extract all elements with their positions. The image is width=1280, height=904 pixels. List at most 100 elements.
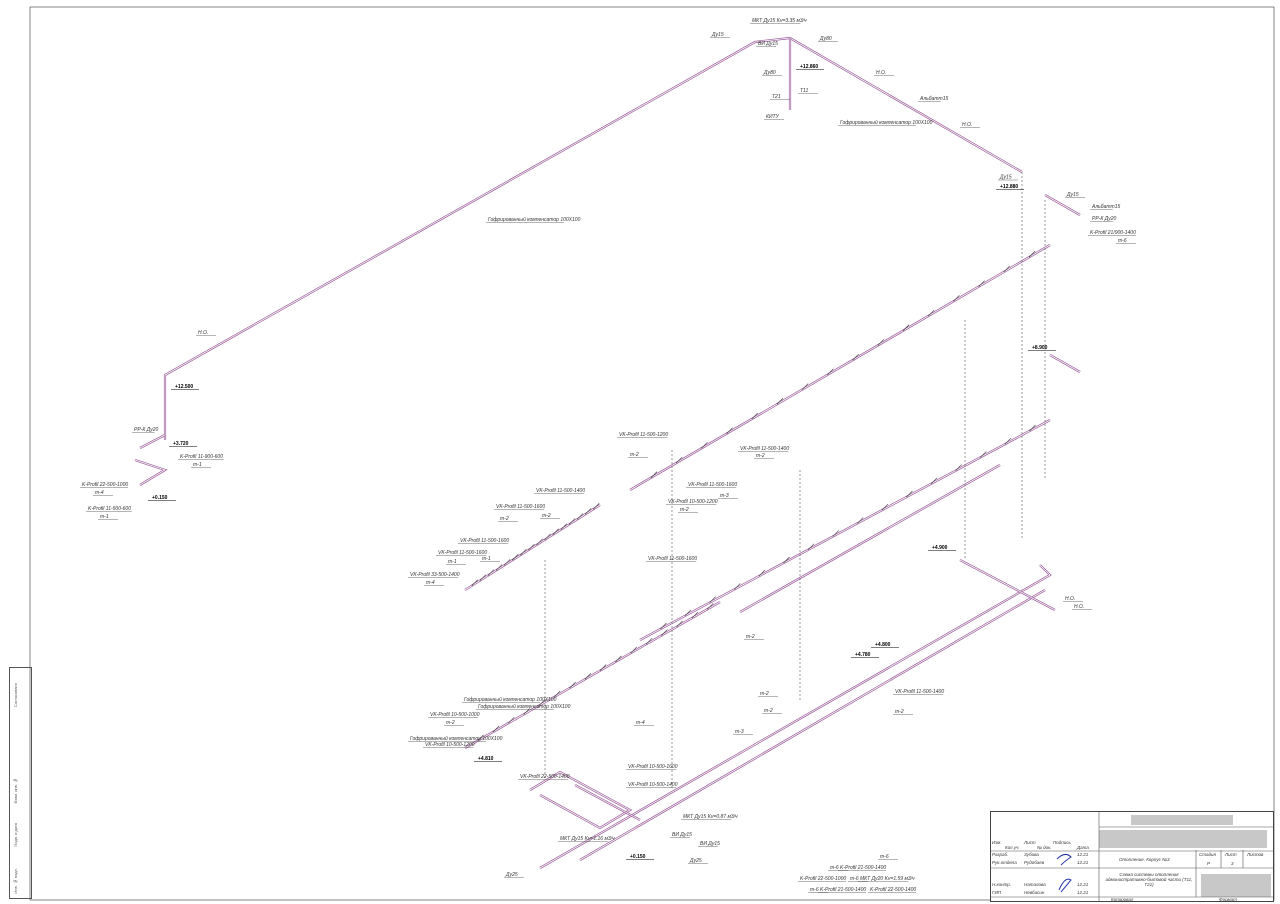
radiator-mark [520, 548, 527, 556]
side-stamp-cell: Инв. № подл. [13, 868, 18, 894]
elevation-marks: +12.860+12.500+12.880+8.900+4.900+4.800+… [148, 64, 1056, 860]
radiator-mark [650, 471, 658, 478]
radiator-mark [955, 464, 962, 471]
header: Лист [1024, 840, 1036, 845]
annotation-label: VK-Profil 11-500-1600 [648, 556, 697, 562]
side-stamp-cell: Подп. и дата [13, 823, 18, 847]
radiator-mark [538, 699, 546, 706]
dotted-risers [544, 172, 1046, 790]
pipe-core [639, 419, 1051, 641]
radiator-mark [675, 456, 683, 464]
copied-label: Копировал [1111, 897, 1134, 902]
radiator-mark [734, 583, 741, 590]
radiator-mark [576, 513, 584, 520]
radiator-mark [758, 569, 766, 577]
annotation-label: РР-К Ду20 [134, 427, 159, 433]
stage-label: Стадия [1199, 852, 1216, 857]
radiator-mark [487, 569, 495, 576]
stage-value: Р [1207, 861, 1211, 866]
annotation-label: m-2 [680, 507, 689, 513]
redacted-box [1099, 830, 1267, 848]
radiator-mark [751, 412, 759, 420]
radiator-mark [832, 530, 839, 537]
radiator-mark [599, 664, 607, 671]
pipe-segment [529, 770, 633, 830]
radiator-mark [568, 518, 576, 525]
annotation-label: m-2 [746, 634, 755, 640]
radiator-mark [560, 523, 568, 530]
radiator-mark [544, 533, 551, 541]
annotation-label: m-1 [100, 514, 109, 520]
annotation-label: Т11 [800, 88, 808, 94]
annotation-label: VK-Profil 10-500-1600 [628, 764, 678, 770]
sheet-frame [29, 6, 1275, 901]
role: Разраб. [992, 852, 1009, 857]
annotation-label: VK-Profil 10-500-1200 [668, 499, 718, 505]
annotation-label: Альбатт15 [1091, 204, 1120, 210]
radiator-mark [691, 611, 699, 619]
radiator-mark [877, 339, 885, 346]
header: Кол.уч. [1005, 845, 1020, 850]
pipe-core [574, 784, 641, 821]
title-block-grid [991, 812, 1273, 901]
annotation-label: K-Profil 22-500-1000 [800, 876, 846, 882]
radiator-mark [801, 383, 809, 390]
elevation-mark: +4.800 [875, 642, 891, 648]
section-title: Отопление. Корпус №3 [1119, 857, 1170, 862]
side-stamp-cell: Согласовано [13, 683, 18, 708]
radiator-mark [661, 629, 668, 636]
sheet-value: 3 [1231, 861, 1234, 866]
side-stamp-cell: Взам. инв. № [13, 778, 18, 804]
elevation-mark: +4.900 [932, 545, 948, 551]
radiator-mark [584, 508, 592, 515]
side-stamp: Согласовано Взам. инв. № Подп. и дата Ин… [9, 667, 32, 899]
radiator-mark [852, 353, 859, 361]
annotation-label: Ду80 [763, 70, 776, 76]
annotation-label: m-1 [448, 559, 457, 565]
date: 12.21 [1077, 860, 1089, 865]
annotation-label: K-Profil 21-500-1400 [820, 887, 866, 893]
radiator-mark [492, 725, 500, 733]
radiator-mark [953, 295, 960, 302]
annotation-label: Ду25 [689, 858, 702, 864]
elevation-mark: +0.150 [152, 495, 168, 501]
annotation-label: Н.О. [198, 330, 208, 336]
annotation-label: Ду15 [711, 32, 724, 38]
radiator-mark [906, 490, 913, 498]
role: ГИП [992, 890, 1001, 895]
pipe-core [529, 771, 631, 829]
annotation-label: m-6 [810, 887, 819, 893]
radiator-mark [709, 596, 716, 603]
pipe-core [164, 37, 1023, 440]
annotation-label: K-Profil 11-900-600 [180, 454, 223, 460]
radiator-mark [584, 673, 592, 680]
role: Н.контр. [992, 882, 1012, 887]
radiator-mark [569, 681, 576, 689]
annotation-label: Гофрированный компенсатор 100Х100 [488, 216, 581, 223]
elevation-mark: +12.500 [175, 384, 193, 390]
header: Подпись [1053, 840, 1071, 845]
annotation-label: Н.О. [1074, 604, 1084, 610]
radiator-mark [477, 734, 484, 741]
annotation-label: VK-Profil 11-500-1600 [438, 550, 487, 556]
pipe-core [1044, 194, 1081, 216]
radiator-mark [645, 638, 653, 645]
date: 12.21 [1077, 890, 1089, 895]
radiator-mark [776, 398, 784, 405]
radiator-mark [857, 517, 864, 524]
annotation-label: МКТ Ду15 Kv=3.35 м3/ч [752, 18, 807, 24]
annotation-label: Ду15 [999, 175, 1012, 181]
annotation-label: ВИ Ду15 [700, 841, 720, 847]
annotation-label: m-2 [446, 720, 455, 726]
annotation-label: m-6 [830, 865, 839, 871]
radiator-mark [536, 538, 543, 546]
radiator-mark [978, 280, 985, 287]
annotation-label: Альбатт15 [919, 96, 948, 102]
annotation-label: Т21 [772, 94, 781, 100]
role: Рук.отдела [992, 860, 1017, 865]
radiator-mark [881, 503, 889, 511]
radiator-mark [827, 368, 834, 376]
annotation-label: Н.О. [876, 70, 886, 76]
annotation-label: m-6 [850, 876, 859, 882]
